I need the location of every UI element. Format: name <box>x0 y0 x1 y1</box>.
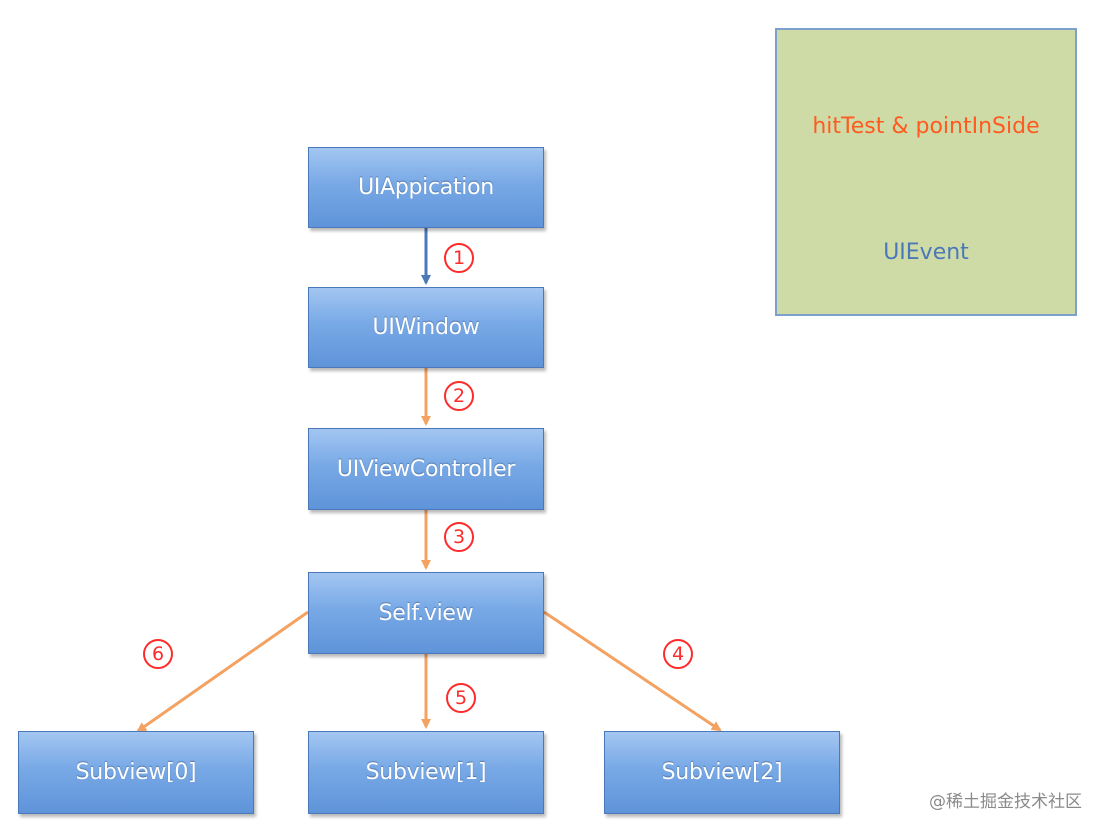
node-subview-1: Subview[1] <box>308 731 544 814</box>
node-uiviewcontroller: UIViewController <box>308 428 544 510</box>
arrow-selfview-to-subview0 <box>136 610 309 733</box>
node-subview-2: Subview[2] <box>604 731 840 814</box>
watermark: @稀土掘金技术社区 <box>929 792 1082 812</box>
node-selfview: Self.view <box>308 572 544 654</box>
legend-box: hitTest & pointInSide UIEvent <box>775 28 1077 316</box>
step-marker-4: 4 <box>663 639 693 669</box>
node-uiwindow: UIWindow <box>308 287 544 368</box>
arrow-selfview-to-subview2 <box>543 610 722 732</box>
legend-blue-label: UIEvent <box>883 240 969 265</box>
step-marker-6: 6 <box>143 639 173 669</box>
step-marker-2: 2 <box>444 381 474 411</box>
legend-orange-label: hitTest & pointInSide <box>812 114 1040 139</box>
node-uiapplication: UIAppication <box>308 147 544 228</box>
step-marker-1: 1 <box>444 243 474 273</box>
step-marker-3: 3 <box>444 522 474 552</box>
node-subview-0: Subview[0] <box>18 731 254 814</box>
step-marker-5: 5 <box>446 683 476 713</box>
